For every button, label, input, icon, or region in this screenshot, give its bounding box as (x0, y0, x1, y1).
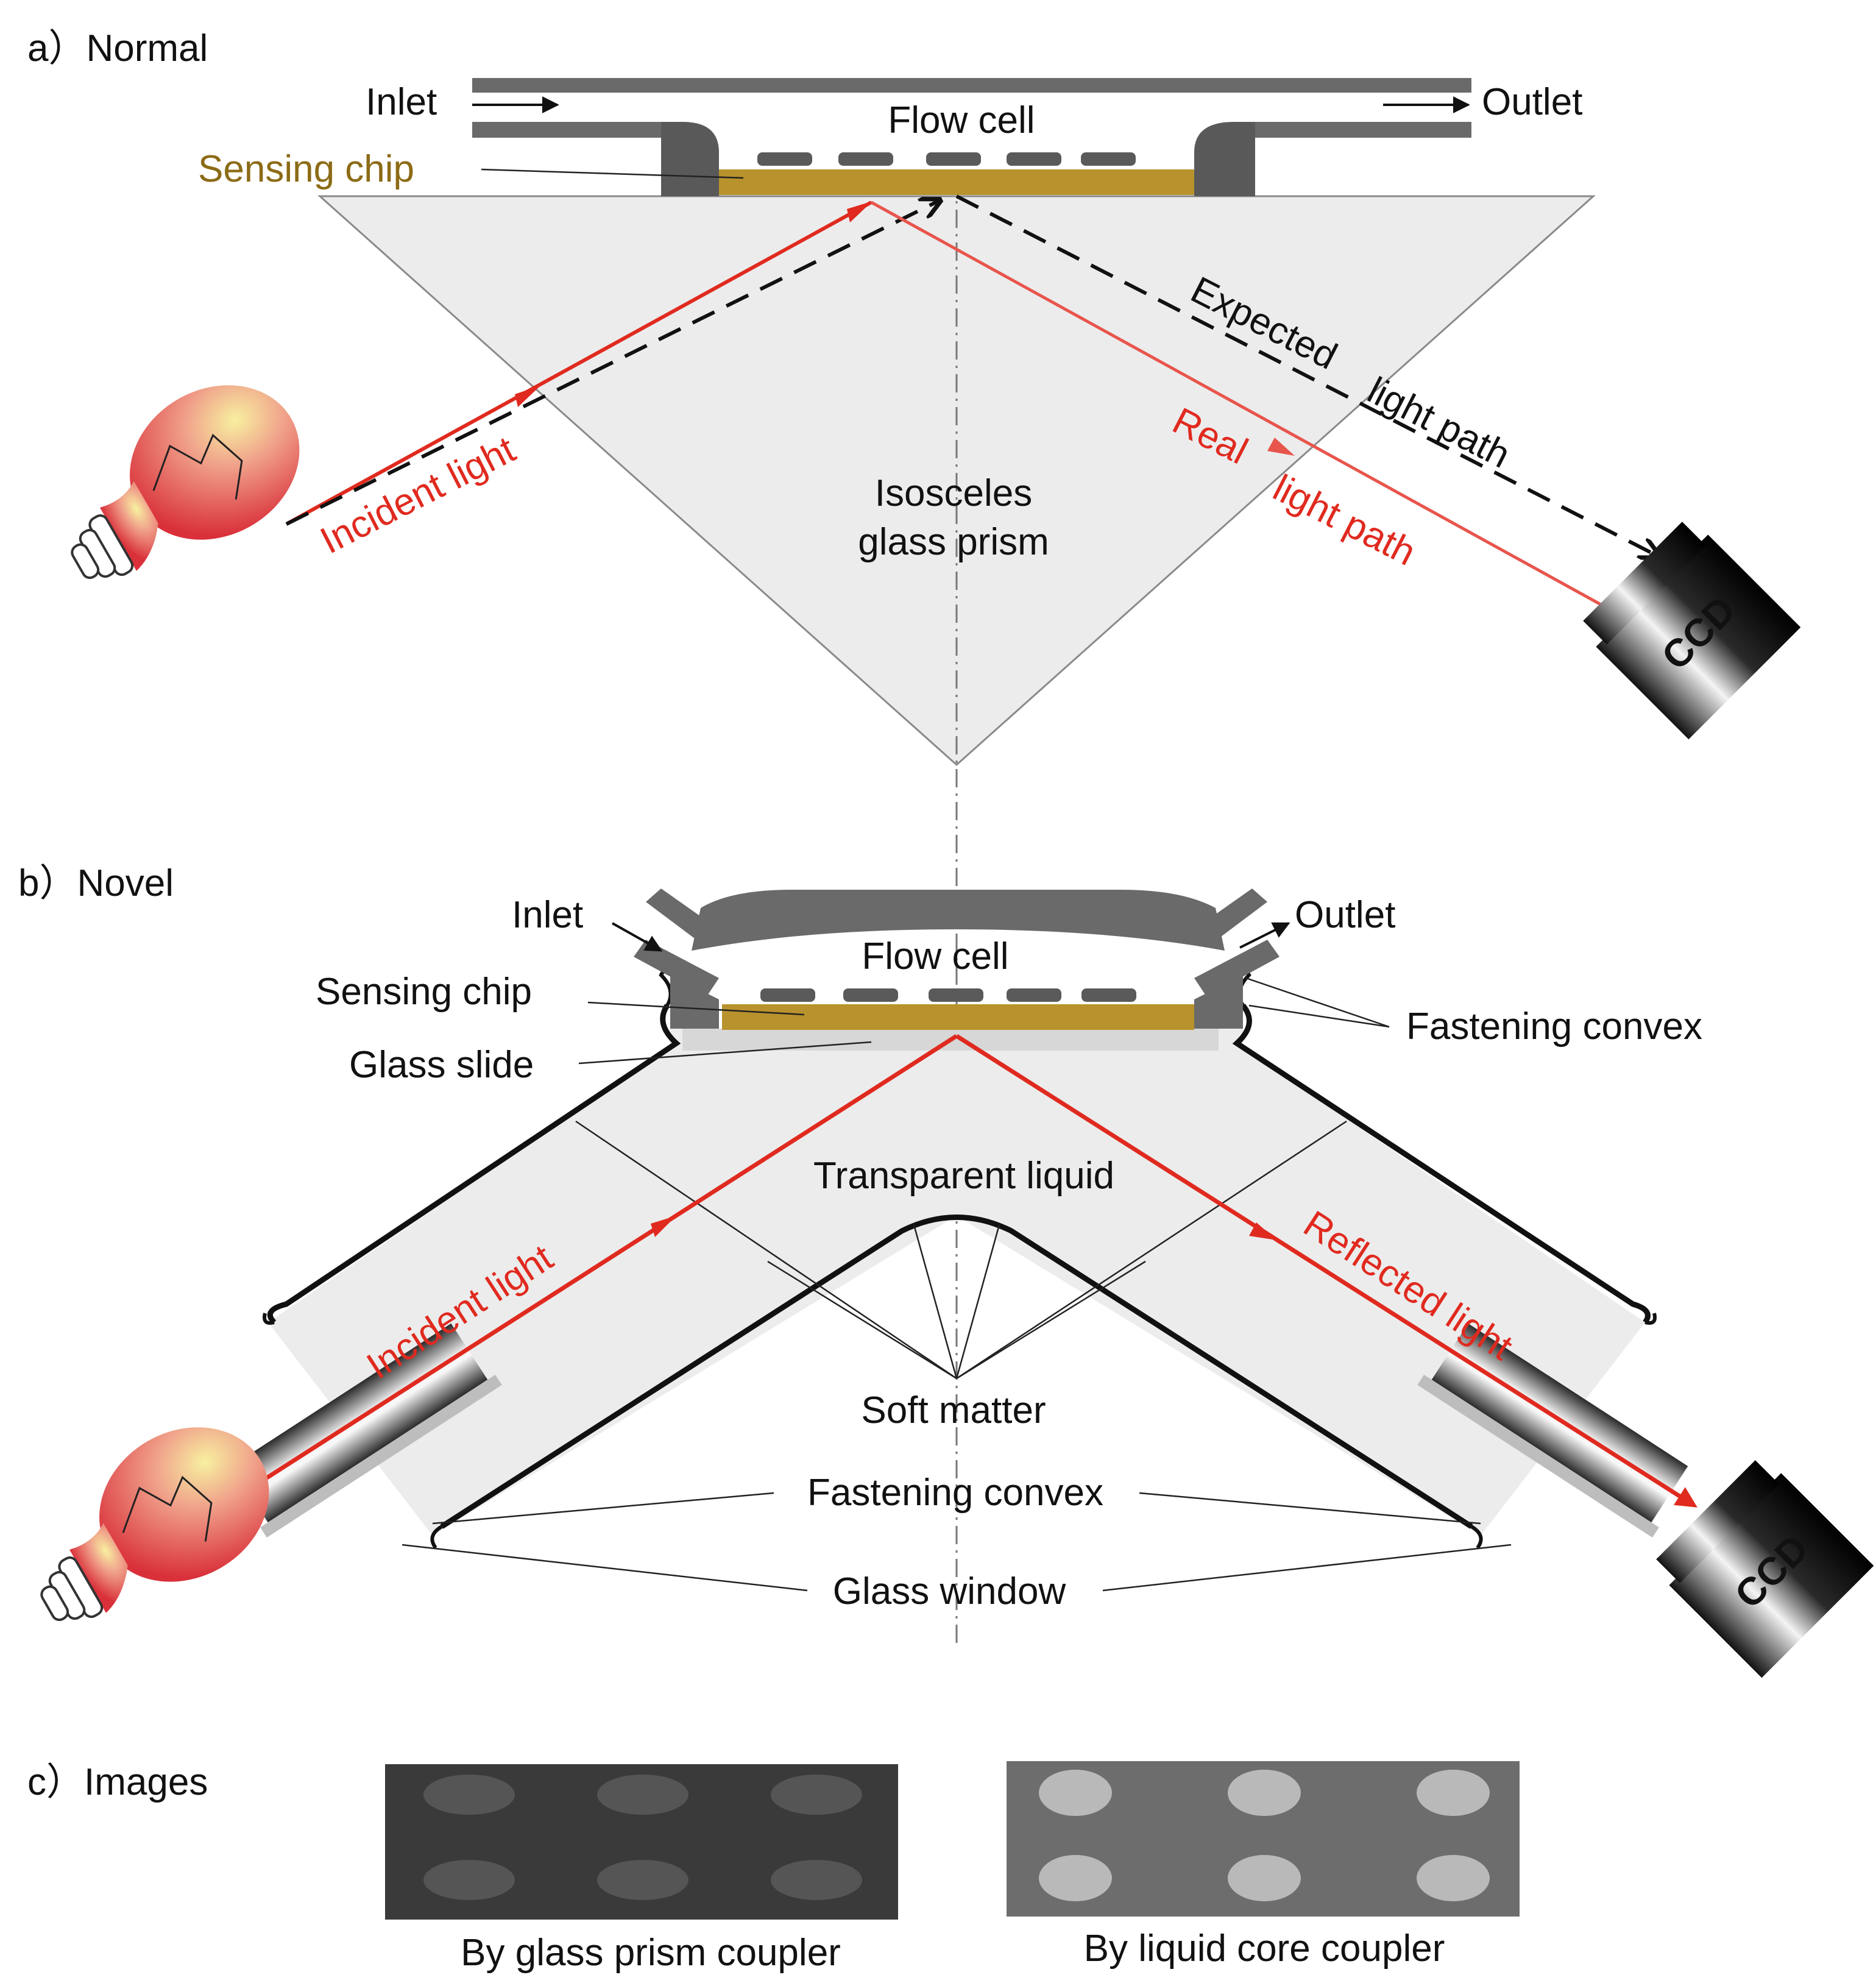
inlet-channel-wall (472, 122, 667, 138)
light-bulb-icon (40, 1427, 269, 1622)
real-path-mid-arrow (1267, 438, 1295, 456)
sensor-spot (1007, 988, 1061, 1002)
reflected-light-ray (955, 1034, 1697, 1508)
bottom-leaders (402, 977, 1512, 1592)
left-glass-window (231, 1323, 502, 1538)
liquid-core-outline (267, 1004, 1651, 1529)
panel-a-title: a）Normal (27, 27, 208, 69)
sensing-chip-b (722, 1004, 1194, 1030)
ccd-camera-icon: CCD (1656, 1460, 1874, 1678)
sensor-spot (843, 988, 898, 1002)
sensing-chip-leader-a (481, 168, 744, 179)
glass-window-label: Glass window (833, 1570, 1066, 1612)
reflected-mid-arrowhead (1249, 1222, 1276, 1240)
sensing-chip-a (719, 169, 1194, 195)
glass-slide-label: Glass slide (349, 1044, 534, 1086)
light-bulb-icon (71, 385, 300, 580)
fastening-convex-notches (263, 965, 1657, 1549)
right-glass-window (1417, 1323, 1688, 1538)
incident-arrowhead-a (515, 385, 541, 407)
sensor-spots-a (757, 152, 1136, 166)
panel-c: c）Images By glass prism coupler By liqui… (27, 1761, 1520, 1974)
fastening-convex-label-right: Fastening convex (1406, 1005, 1702, 1048)
spot (1417, 1770, 1490, 1816)
spot (423, 1860, 515, 1900)
spot (1417, 1855, 1490, 1901)
outlet-channel-wall (1243, 122, 1471, 138)
caption-liquid-core: By liquid core coupler (1084, 1927, 1445, 1970)
incident-light-ray-b (218, 1034, 958, 1510)
spot (1228, 1770, 1301, 1816)
spot (771, 1775, 862, 1815)
prism-label-line2: glass prism (858, 521, 1049, 563)
outlet-label-a: Outlet (1482, 81, 1582, 123)
transparent-liquid-label: Transparent liquid (813, 1155, 1114, 1197)
sensor-spot (757, 152, 812, 166)
expected-incident-path (285, 201, 938, 526)
real-path-label-line2: light path (1267, 467, 1423, 574)
expected-reflected-path (955, 194, 1657, 556)
liquid-core-body (268, 1029, 1645, 1536)
panel-b: CCD b）Novel Inlet Outlet Flow cell Sensi… (18, 862, 1874, 1678)
sensor-spot (929, 988, 983, 1002)
glass-prism-spots (423, 1775, 862, 1900)
spot (771, 1860, 862, 1900)
panel-c-title: c）Images (27, 1761, 208, 1803)
inlet-channel-lower-b (634, 940, 719, 996)
inlet-channel-upper-b (646, 888, 719, 948)
prism-label-line1: Isosceles (875, 472, 1032, 514)
flow-cell-cap-b (692, 890, 1225, 951)
spot (597, 1775, 688, 1815)
sensor-spot (1007, 152, 1061, 166)
incident-arrowhead-b (651, 1216, 676, 1237)
spot (1228, 1855, 1301, 1901)
flow-cell-label-b: Flow cell (862, 935, 1008, 977)
sensing-chip-label-b: Sensing chip (316, 971, 532, 1013)
expected-path-label-line2: light path (1361, 369, 1517, 477)
spot (1039, 1855, 1112, 1901)
sensor-spot (1081, 152, 1136, 166)
flow-cell-right-wall (1194, 122, 1255, 196)
flow-cell-side-right-b (1194, 975, 1243, 1029)
sensor-spot (1081, 988, 1136, 1002)
spot (597, 1860, 688, 1900)
panel-b-title: b）Novel (18, 862, 174, 904)
spot (423, 1775, 515, 1815)
liquid-core-spots (1039, 1770, 1490, 1901)
incident-light-label-a: Incident light (314, 428, 522, 562)
outlet-arrow-b (1239, 922, 1290, 949)
outlet-channel-lower-b (1194, 940, 1280, 996)
spot (1039, 1770, 1112, 1816)
incident-arrowhead-a2 (847, 201, 873, 222)
soft-matter-label: Soft matter (861, 1389, 1046, 1431)
outlet-label-b: Outlet (1295, 894, 1395, 936)
flow-cell-left-wall (661, 122, 719, 196)
sensor-spots-b (760, 988, 1136, 1002)
sensor-spot (838, 152, 893, 166)
caption-glass-prism: By glass prism coupler (461, 1932, 841, 1974)
soft-matter-leaders (575, 1120, 1347, 1380)
sensing-chip-label-a: Sensing chip (198, 148, 414, 190)
flow-cell-side-left-b (670, 975, 719, 1029)
top-channel-wall (472, 78, 1471, 93)
incident-light-ray-a (285, 200, 873, 526)
outlet-channel-upper-b (1194, 888, 1267, 948)
inlet-label-b: Inlet (512, 894, 583, 936)
sensor-spot (926, 152, 981, 166)
flow-cell-label-a: Flow cell (888, 99, 1035, 141)
real-reflected-ray (870, 200, 1624, 617)
sensor-spot (760, 988, 815, 1002)
fastening-convex-label-bottom: Fastening convex (807, 1472, 1103, 1514)
inlet-label-a: Inlet (366, 81, 437, 123)
ccd-camera-icon: CCD (1583, 522, 1801, 740)
inlet-arrow-b (612, 922, 663, 952)
